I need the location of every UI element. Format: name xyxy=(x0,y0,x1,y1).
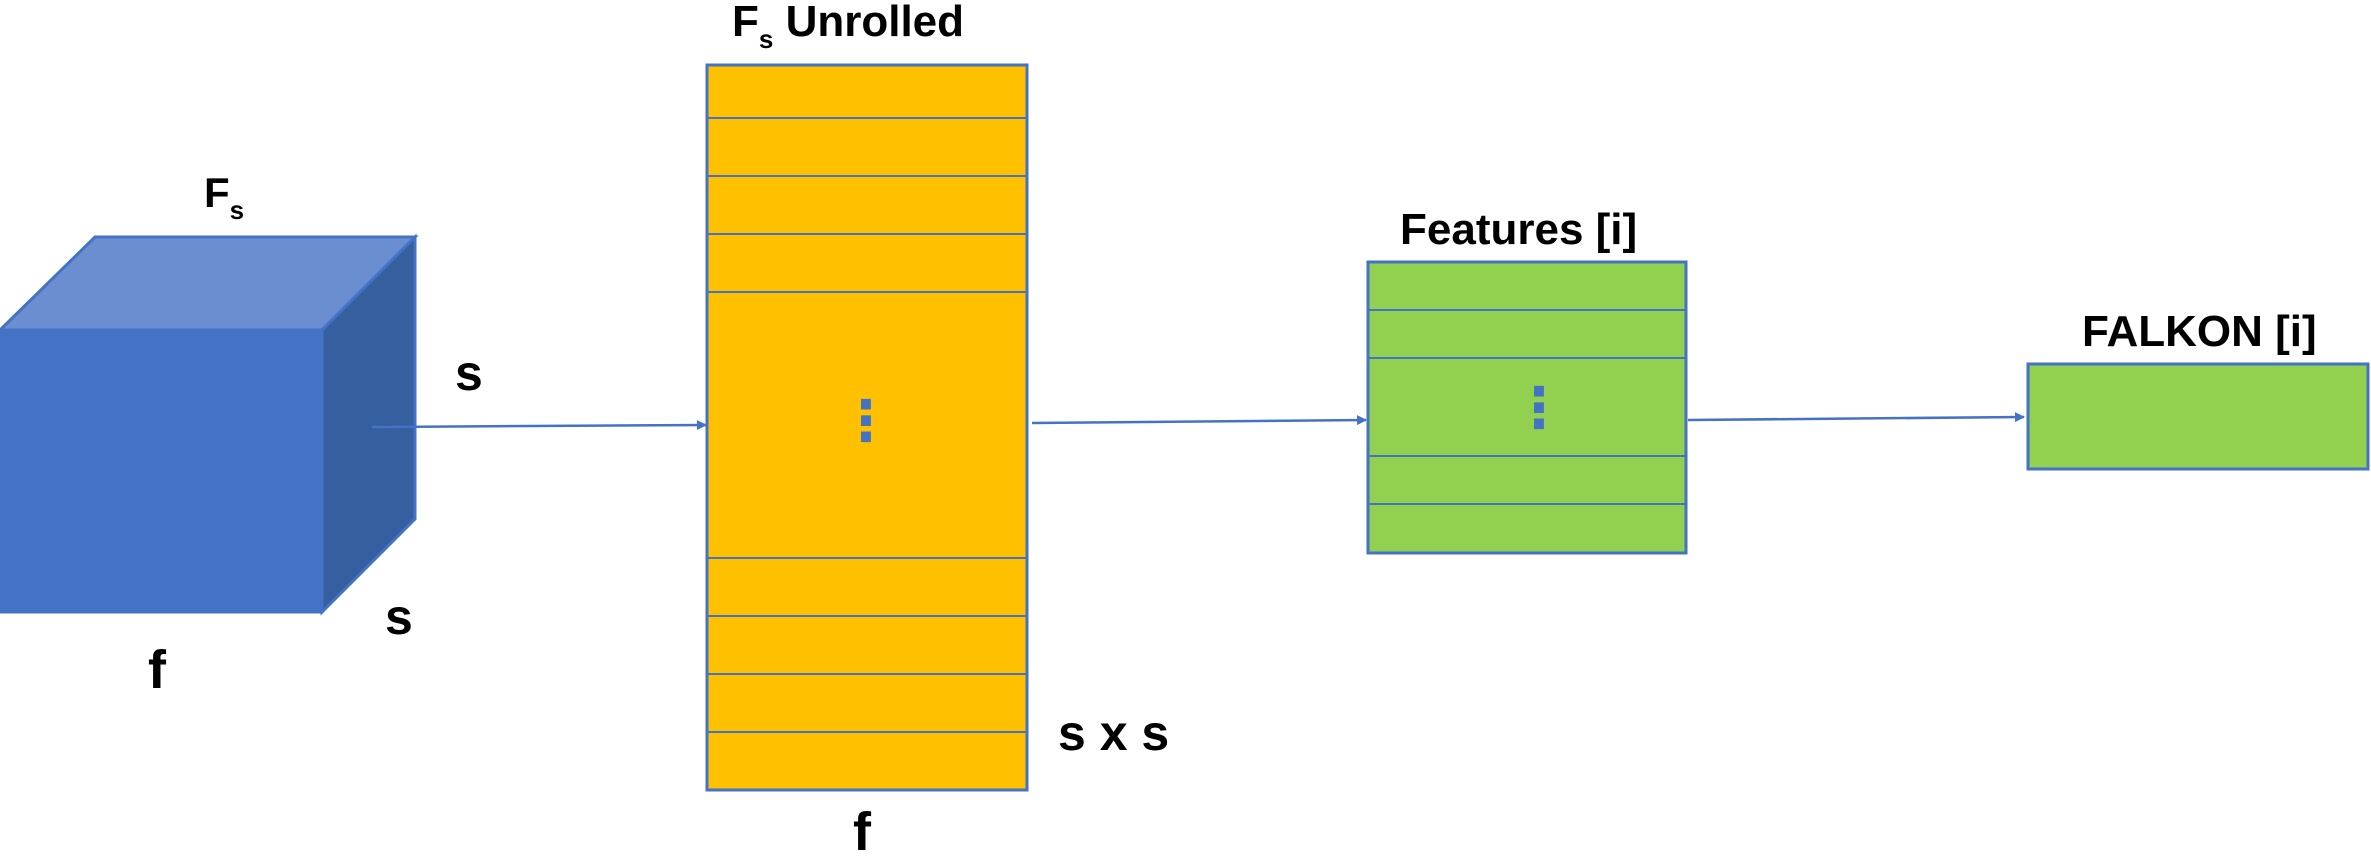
unrolled-bottom-label: f xyxy=(853,802,872,859)
cube-title-subscript: s xyxy=(230,195,244,225)
features-matrix xyxy=(1366,260,1688,555)
falkon-title: FALKON [i] xyxy=(2082,307,2317,356)
arrow-unrolled-to-features xyxy=(1031,415,1367,426)
cube-front-face xyxy=(0,328,324,614)
cube-title: Fs xyxy=(204,169,244,225)
arrow-cube-to-unrolled xyxy=(371,420,707,431)
unrolled-outer xyxy=(705,63,1029,792)
arrow-features-to-falkon xyxy=(1687,412,2025,423)
unrolled-matrix xyxy=(705,63,1029,792)
unrolled-title-subscript: s xyxy=(759,24,773,54)
cube-bottom-label: f xyxy=(148,640,167,700)
unrolled-right-label: s x s xyxy=(1058,705,1169,761)
cube-depth-label: s xyxy=(385,589,413,645)
features-ellipsis: ⋮ xyxy=(1511,376,1567,439)
falkon-box xyxy=(2026,362,2370,471)
feature-cube xyxy=(0,233,419,616)
unrolled-title: Fs Unrolled xyxy=(732,0,964,54)
unrolled-ellipsis: ⋮ xyxy=(838,389,894,452)
cube-side-label: s xyxy=(455,345,483,401)
features-title: Features [i] xyxy=(1400,205,1637,254)
